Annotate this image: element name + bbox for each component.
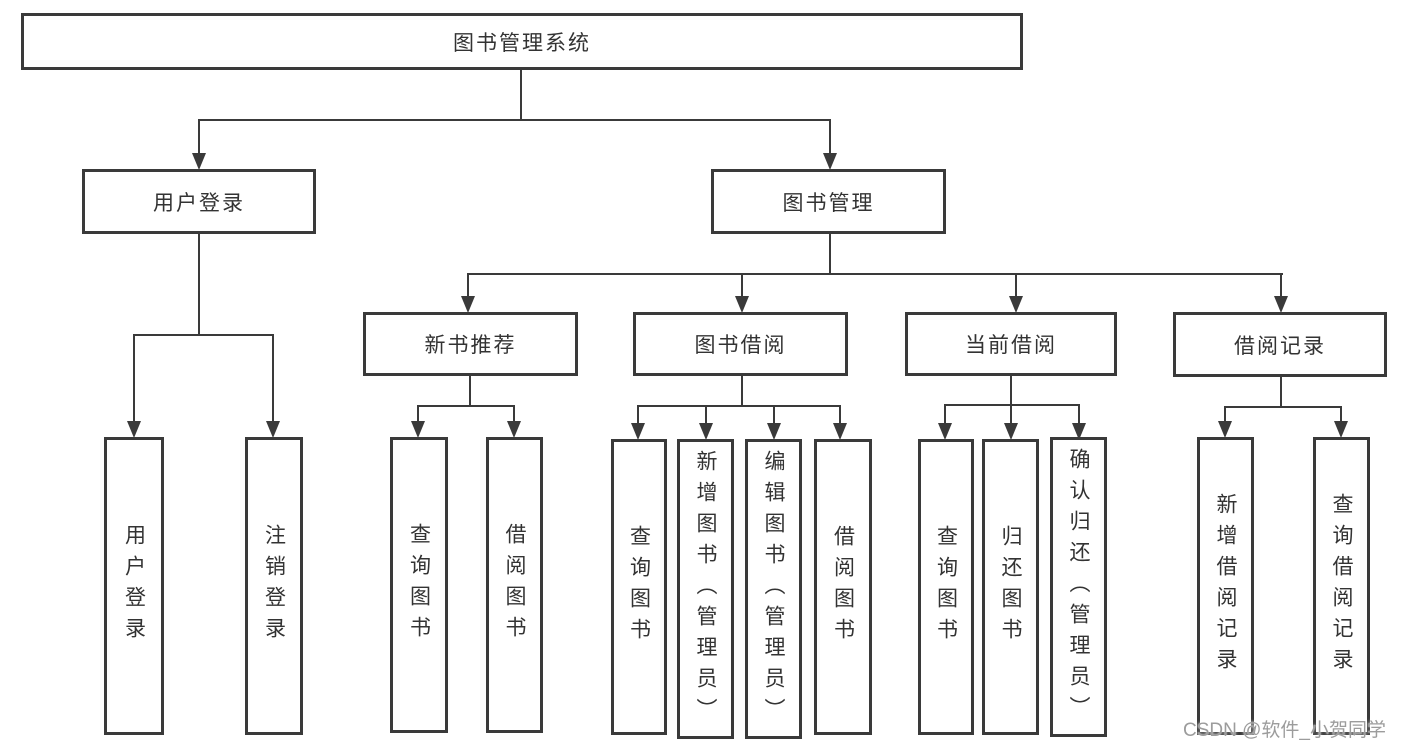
connector-bookmgmt-spread (467, 273, 1283, 275)
node-borrow-edit-books-admin-label: 编辑图书（管理员） (762, 449, 785, 729)
connector-userlogin-drop (198, 119, 200, 153)
node-logout-login-label: 注销登录 (262, 524, 286, 648)
node-current-borrowing-label: 当前借阅 (965, 334, 1057, 357)
node-user-login: 用户登录 (104, 437, 164, 735)
node-borrow-borrow-books-label: 借阅图书 (831, 525, 855, 649)
node-user-login-branch-label: 用户登录 (153, 191, 245, 215)
arrowhead-down-icon (767, 423, 781, 440)
connector-bwquery-drop (637, 405, 639, 423)
connector-borrow-stem (741, 375, 743, 407)
connector-records-stem (1280, 374, 1282, 408)
node-borrow-add-books-admin-label: 新增图书（管理员） (694, 449, 717, 729)
connector-rcadd-drop (1224, 406, 1226, 421)
node-book-management: 图书管理 (711, 169, 946, 234)
connector-logout-drop (272, 334, 274, 421)
node-borrow-add-books-admin: 新增图书（管理员） (677, 439, 734, 739)
node-user-login-branch: 用户登录 (82, 169, 316, 234)
arrowhead-down-icon (507, 421, 521, 438)
connector-cuconfirm-drop (1078, 404, 1080, 423)
arrowhead-down-icon (1009, 296, 1023, 313)
arrowhead-down-icon (1218, 421, 1232, 438)
connector-current-drop (1015, 273, 1017, 296)
connector-newrec-drop (467, 273, 469, 296)
arrowhead-down-icon (1334, 421, 1348, 438)
arrowhead-down-icon (699, 423, 713, 440)
arrowhead-down-icon (411, 421, 425, 438)
connector-bwborrow-drop (839, 405, 841, 423)
connector-bwadd-drop (705, 405, 707, 423)
connector-bookmgmt-stem (829, 233, 831, 275)
node-current-return-books: 归还图书 (982, 439, 1039, 735)
connector-cureturn-drop (1010, 404, 1012, 423)
node-records-query-record-label: 查询借阅记录 (1330, 493, 1353, 679)
arrowhead-down-icon (461, 296, 475, 313)
connector-nrborrow-drop (513, 405, 515, 421)
node-current-query-books: 查询图书 (918, 439, 974, 735)
arrowhead-down-icon (1004, 423, 1018, 440)
node-borrow-edit-books-admin: 编辑图书（管理员） (745, 439, 802, 739)
node-borrow-records-label: 借阅记录 (1234, 334, 1326, 358)
node-records-add-record-label: 新增借阅记录 (1214, 493, 1237, 679)
arrowhead-down-icon (833, 423, 847, 440)
node-newrec-query-books-label: 查询图书 (407, 523, 431, 647)
connector-records-drop (1280, 273, 1282, 296)
arrowhead-down-icon (1072, 423, 1086, 440)
node-logout-login: 注销登录 (245, 437, 303, 735)
node-newrec-query-books: 查询图书 (390, 437, 448, 733)
watermark: CSDN @软件_小贺同学 (1183, 720, 1386, 741)
connector-rcquery-drop (1340, 406, 1342, 421)
node-library-system-label: 图书管理系统 (453, 31, 591, 55)
connector-borrow-drop (741, 273, 743, 296)
node-current-borrowing: 当前借阅 (905, 312, 1117, 376)
connector-nrquery-drop (417, 405, 419, 421)
node-book-borrowing: 图书借阅 (633, 312, 848, 376)
connector-newrec-spread (417, 405, 515, 407)
node-records-query-record: 查询借阅记录 (1313, 437, 1370, 735)
arrowhead-down-icon (735, 296, 749, 313)
node-new-book-recommend-label: 新书推荐 (424, 334, 517, 357)
arrowhead-down-icon (127, 421, 141, 438)
arrowhead-down-icon (266, 421, 280, 438)
connector-root-stem (520, 69, 522, 121)
connector-current-spread (944, 404, 1080, 406)
node-book-management-label: 图书管理 (782, 191, 875, 215)
node-records-add-record: 新增借阅记录 (1197, 437, 1254, 735)
connector-newrec-stem (469, 375, 471, 407)
node-current-confirm-return-admin: 确认归还（管理员） (1050, 437, 1107, 737)
connector-current-stem (1010, 375, 1012, 406)
node-current-confirm-return-admin-label: 确认归还（管理员） (1067, 447, 1090, 727)
node-library-system: 图书管理系统 (21, 13, 1023, 70)
node-user-login-label: 用户登录 (122, 524, 146, 648)
node-new-book-recommend: 新书推荐 (363, 312, 578, 376)
node-current-query-books-label: 查询图书 (934, 525, 958, 649)
connector-userlogin-spread (133, 334, 274, 336)
connector-records-spread (1224, 406, 1342, 408)
arrowhead-down-icon (1274, 296, 1288, 313)
connector-borrow-spread (637, 405, 841, 407)
node-newrec-borrow-books-label: 借阅图书 (503, 523, 526, 647)
connector-bwedit-drop (773, 405, 775, 423)
node-borrow-borrow-books: 借阅图书 (814, 439, 872, 735)
node-book-borrowing-label: 图书借阅 (694, 334, 787, 357)
arrowhead-down-icon (631, 423, 645, 440)
node-newrec-borrow-books: 借阅图书 (486, 437, 543, 733)
arrowhead-down-icon (192, 153, 206, 170)
node-current-return-books-label: 归还图书 (999, 525, 1022, 649)
connector-login-drop (133, 334, 135, 421)
connector-root-spread (198, 119, 831, 121)
node-borrow-records: 借阅记录 (1173, 312, 1387, 377)
connector-userlogin-stem (198, 233, 200, 336)
connector-cuquery-drop (944, 404, 946, 423)
node-borrow-query-books: 查询图书 (611, 439, 667, 735)
node-borrow-query-books-label: 查询图书 (627, 525, 651, 649)
arrowhead-down-icon (823, 153, 837, 170)
arrowhead-down-icon (938, 423, 952, 440)
connector-bookmgmt-drop (829, 119, 831, 153)
